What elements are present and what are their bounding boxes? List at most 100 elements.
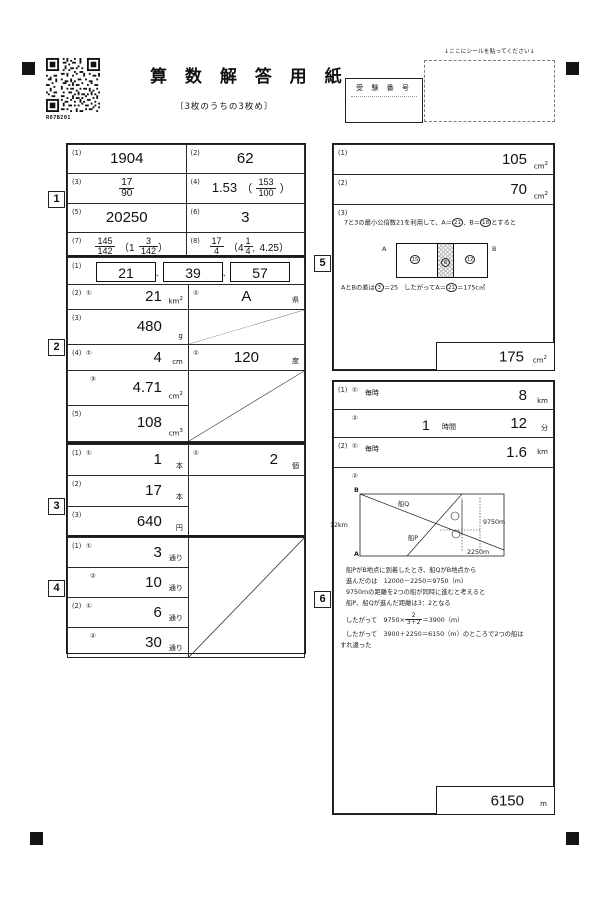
unit-6-1-1: km — [537, 397, 548, 405]
unit-2-4-1: cm — [172, 357, 183, 366]
unit-3-2: 本 — [175, 493, 183, 501]
answer-cell-2-3[interactable]: (3) 480 g — [67, 308, 189, 345]
work-text-6-l1: 船PがB地点に到着したとき、船QがB地点から — [346, 567, 477, 574]
prefix-6-2-1: 毎時 — [365, 446, 379, 453]
unit-6-2-1: km — [537, 448, 548, 456]
section-4-panel: (1) ① 3 通り ② 10 通り (2) ① — [66, 536, 306, 658]
answer-cell-2-4-1[interactable]: (4) ① 4 cm — [67, 343, 189, 371]
work-text-6-l3: 9750mの距離を2つの船が同時に進むと考えると — [346, 589, 486, 596]
answer-cell-2-5[interactable]: (5) 108 cm3 — [67, 404, 189, 443]
answer-cell-3-2[interactable]: (2) 17 本 — [67, 475, 189, 507]
work-text-6-l6: したがって 3900＋2250＝6150（m）のところで2つの船は — [346, 631, 524, 638]
registration-mark-bottom-right — [566, 832, 579, 845]
empty-cell-2-b — [187, 369, 306, 443]
answer-cell-3-1-1[interactable]: (1) ① 1 本 — [67, 444, 189, 476]
value-6-1-2-hours: 1 — [422, 417, 430, 433]
answer-cell-1-5[interactable]: (5) 20250 — [67, 203, 187, 233]
unit-5-answer: cm2 — [532, 354, 547, 364]
page-title: 算 数 解 答 用 紙 — [150, 67, 348, 87]
section-2-panel: (1) 21、39、57 (2) ① 21 km2 ② A 県 — [66, 256, 306, 443]
unit-3-1-1: 本 — [175, 462, 183, 470]
boxed-answer-2-1-c[interactable]: 57 — [230, 262, 290, 283]
sticker-area[interactable] — [424, 60, 555, 122]
empty-cell-3 — [187, 475, 306, 538]
answer-cell-1-6[interactable]: (6) 3 — [185, 203, 305, 233]
final-answer-box-6[interactable]: 6150 m — [436, 786, 555, 815]
answer-cell-4-2-2[interactable]: ② 30 通り — [67, 627, 189, 658]
boxed-answer-2-1-b[interactable]: 39 — [163, 262, 223, 283]
section-1-panel: (1) 1904 (2) 62 (3) 17 90 — [66, 143, 306, 264]
circled-number-15: 15 — [410, 255, 421, 264]
section-6-panel: (1) ① 毎時 8 km ② 1 時間 12 分 (2) — [332, 380, 555, 815]
answer-cell-2-4-3[interactable]: ③ 4.71 cm2 — [67, 369, 189, 406]
answer-cell-4-1-1[interactable]: (1) ① 3 通り — [67, 537, 189, 568]
answer-cell-4-1-2[interactable]: ② 10 通り — [67, 567, 189, 598]
empty-cell-4 — [187, 537, 306, 658]
answer-cell-3-3[interactable]: (3) 640 円 — [67, 506, 189, 538]
circled-number-18: 18 — [480, 218, 492, 227]
answer-cell-4-2-1[interactable]: (2) ① 6 通り — [67, 597, 189, 628]
circled-number-21: 21 — [452, 218, 464, 227]
registration-mark-top-left — [22, 62, 35, 75]
answer-cell-1-1[interactable]: (1) 1904 — [67, 144, 187, 174]
work-area-6-2-2[interactable]: ② — [333, 467, 554, 814]
unit-2-3: g — [178, 331, 183, 340]
qr-code-block: R07B201 — [46, 58, 100, 121]
answer-cell-3-1-2[interactable]: ② 2 個 — [187, 444, 306, 476]
answer-cell-6-1-1[interactable]: (1) ① 毎時 8 km — [333, 381, 554, 410]
boxed-answer-2-1-a[interactable]: 21 — [96, 262, 156, 283]
answer-cell-1-3[interactable]: (3) 17 90 — [67, 173, 187, 204]
answer-cell-6-2-1[interactable]: (2) ① 毎時 1.6 km — [333, 437, 554, 468]
prefix-6-1-1: 毎時 — [365, 390, 379, 397]
answer-cell-6-1-2[interactable]: ② 1 時間 12 分 — [333, 409, 554, 438]
answer-cell-5-2[interactable]: (2) 70 cm2 — [333, 174, 554, 205]
diagram-6-label-a: A — [354, 551, 359, 558]
diagram-6-label-9750: 9750m — [483, 519, 506, 526]
circled-number-12: 12 — [465, 255, 476, 264]
page-subtitle: 〔3枚のうちの3枚め〕 — [175, 102, 274, 112]
unit-4-2-2: 通り — [168, 644, 183, 652]
circled-number-21b: 21 — [445, 283, 458, 292]
work-text-6-l7: すれ違った — [340, 642, 372, 649]
section-number-1: 1 — [48, 191, 65, 208]
diagram-6-label-p: 船P — [408, 535, 419, 542]
fraction-1-7: 145 142 — [95, 235, 115, 257]
fraction-1-3: 17 90 — [119, 176, 135, 200]
unit-2-2-1: km2 — [168, 295, 183, 305]
exam-number-box[interactable]: 受 験 番 号 — [345, 78, 423, 123]
answer-cell-2-2-2[interactable]: ② A 県 — [187, 283, 306, 310]
unit-4-2-1: 通り — [168, 614, 183, 622]
answer-cell-1-2[interactable]: (2) 62 — [185, 144, 305, 174]
unit-5-2: cm2 — [533, 190, 548, 200]
answer-cell-1-4[interactable]: (4) 1.53 （ 153 100 ） — [185, 173, 305, 204]
diagram-6-label-2250: 2250m — [467, 549, 490, 556]
work-diagram-6: B A 12km 船Q 船P 9750m 2250m — [330, 487, 512, 562]
answer-cell-2-1[interactable]: (1) 21、39、57 — [67, 257, 305, 285]
work-text-6-l4: 船P、船Qが進んだ距離は3：2となる — [346, 600, 451, 607]
unit-2-2-2: 県 — [292, 295, 299, 304]
unit-6-1-2-hours: 時間 — [442, 424, 456, 431]
section-number-2: 2 — [48, 339, 65, 356]
answer-cell-2-2-1[interactable]: (2) ① 21 km2 — [67, 283, 189, 310]
registration-mark-bottom-left — [30, 832, 43, 845]
circled-number-6: 6 — [441, 258, 450, 267]
answer-cell-2-4-2[interactable]: ② 120 度 — [187, 343, 306, 371]
diagram-label-b: B — [492, 246, 497, 253]
unit-3-1-2: 個 — [292, 462, 299, 470]
diagram-6-label-b: B — [354, 487, 359, 494]
work-diagram-5-3: 15 6 12 — [396, 243, 488, 278]
circled-number-3: 3 — [374, 283, 384, 292]
unit-6-answer: m — [540, 800, 547, 808]
diagram-6-label-q: 船Q — [398, 501, 410, 508]
final-answer-box-5[interactable]: 175 cm2 — [436, 342, 555, 371]
answer-cell-5-1[interactable]: (1) 105 cm2 — [333, 144, 554, 175]
sticker-instruction: ↓ここにシールを貼ってください↓ — [444, 49, 535, 55]
section-3-panel: (1) ① 1 本 ② 2 個 (2) 17 本 — [66, 443, 306, 538]
unit-5-1: cm2 — [533, 160, 548, 170]
